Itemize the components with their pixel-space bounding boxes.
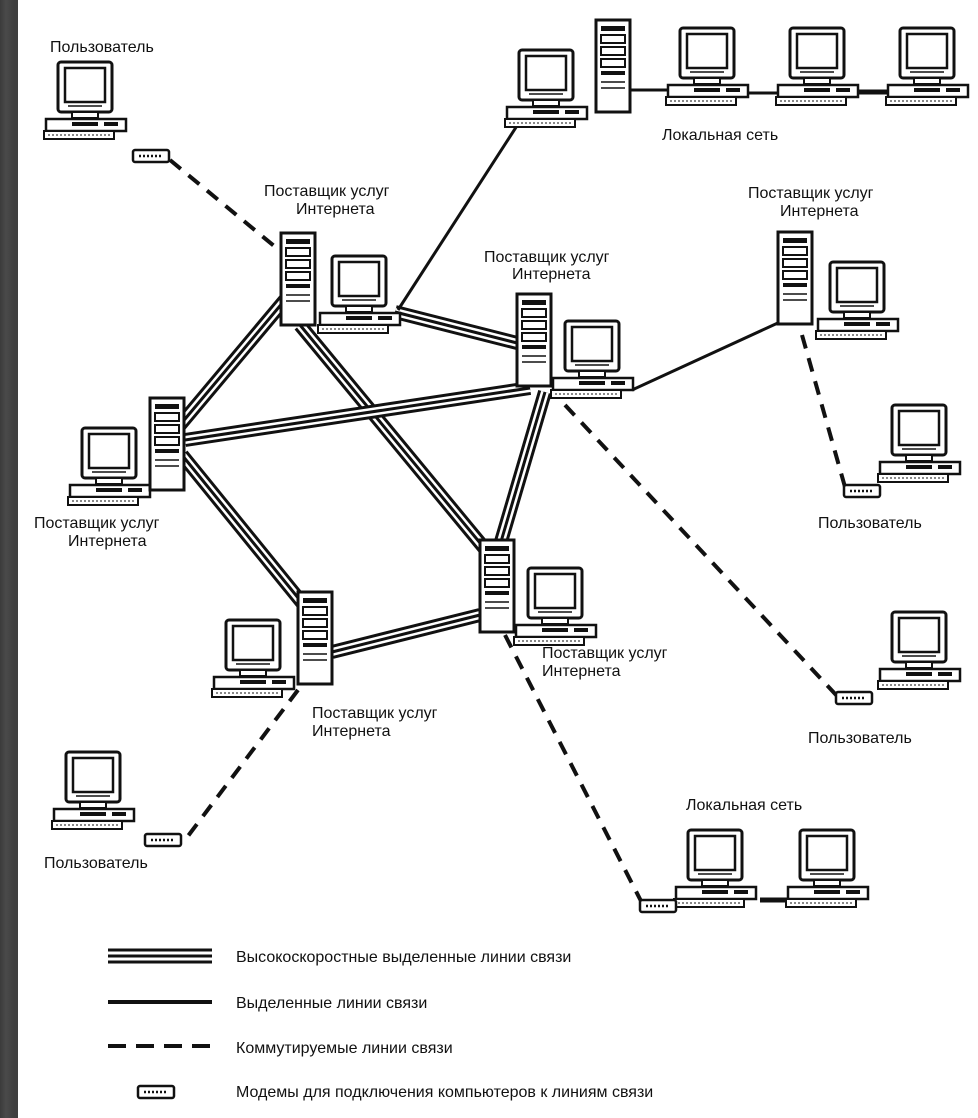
label-isp-3-line2: Интернета	[780, 203, 859, 220]
label-isp-3-line1: Поставщик услуг	[748, 185, 874, 202]
label-isp-5-line2: Интернета	[312, 723, 391, 740]
label-isp-2-line2: Интернета	[512, 266, 591, 283]
user-computer-bottom-left	[52, 752, 183, 848]
isp-node-6	[478, 538, 596, 645]
legend-modems-label: Модемы для подключения компьютеров к лин…	[236, 1084, 653, 1101]
dialup-lines	[168, 158, 847, 904]
local-network-top	[505, 18, 968, 127]
isp-node-5	[212, 590, 334, 697]
label-isp-4-line2: Интернета	[68, 533, 147, 550]
isp-node-2	[515, 292, 633, 398]
label-isp-6-line1: Поставщик услуг	[542, 645, 668, 662]
legend-dedicated-label: Выделенные линии связи	[236, 995, 427, 1012]
label-isp-1-line1: Поставщик услуг	[264, 183, 390, 200]
legend-modem-icon	[136, 1084, 176, 1100]
legend: Высокоскоростные выделенные линии связи …	[108, 948, 653, 1101]
label-isp-4-line1: Поставщик услуг	[34, 515, 160, 532]
label-user-right-1: Пользователь	[818, 515, 922, 532]
label-isp-1-line2: Интернета	[296, 201, 375, 218]
local-network-bottom	[638, 830, 868, 914]
label-local-network-bottom: Локальная сеть	[686, 797, 802, 814]
isp-node-3	[776, 230, 898, 339]
legend-high-speed-swatch	[108, 948, 212, 964]
label-isp-5-line1: Поставщик услуг	[312, 705, 438, 722]
label-isp-6-line2: Интернета	[542, 663, 621, 680]
isp-node-4	[68, 396, 186, 505]
label-user-top-left: Пользователь	[50, 39, 154, 56]
user-computer-top-left	[44, 62, 171, 164]
label-local-network-top: Локальная сеть	[662, 127, 778, 144]
legend-high-speed-label: Высокоскоростные выделенные линии связи	[236, 949, 571, 966]
label-user-bottom-left: Пользователь	[44, 855, 148, 872]
node-labels: Пользователь Локальная сеть Поставщик ус…	[34, 39, 922, 872]
isp-node-1	[279, 231, 400, 333]
user-computer-right-2	[834, 612, 960, 706]
label-user-right-2: Пользователь	[808, 730, 912, 747]
user-computer-right-1	[842, 405, 960, 499]
label-isp-2-line1: Поставщик услуг	[484, 249, 610, 266]
legend-dialup-label: Коммутируемые линии связи	[236, 1040, 453, 1057]
